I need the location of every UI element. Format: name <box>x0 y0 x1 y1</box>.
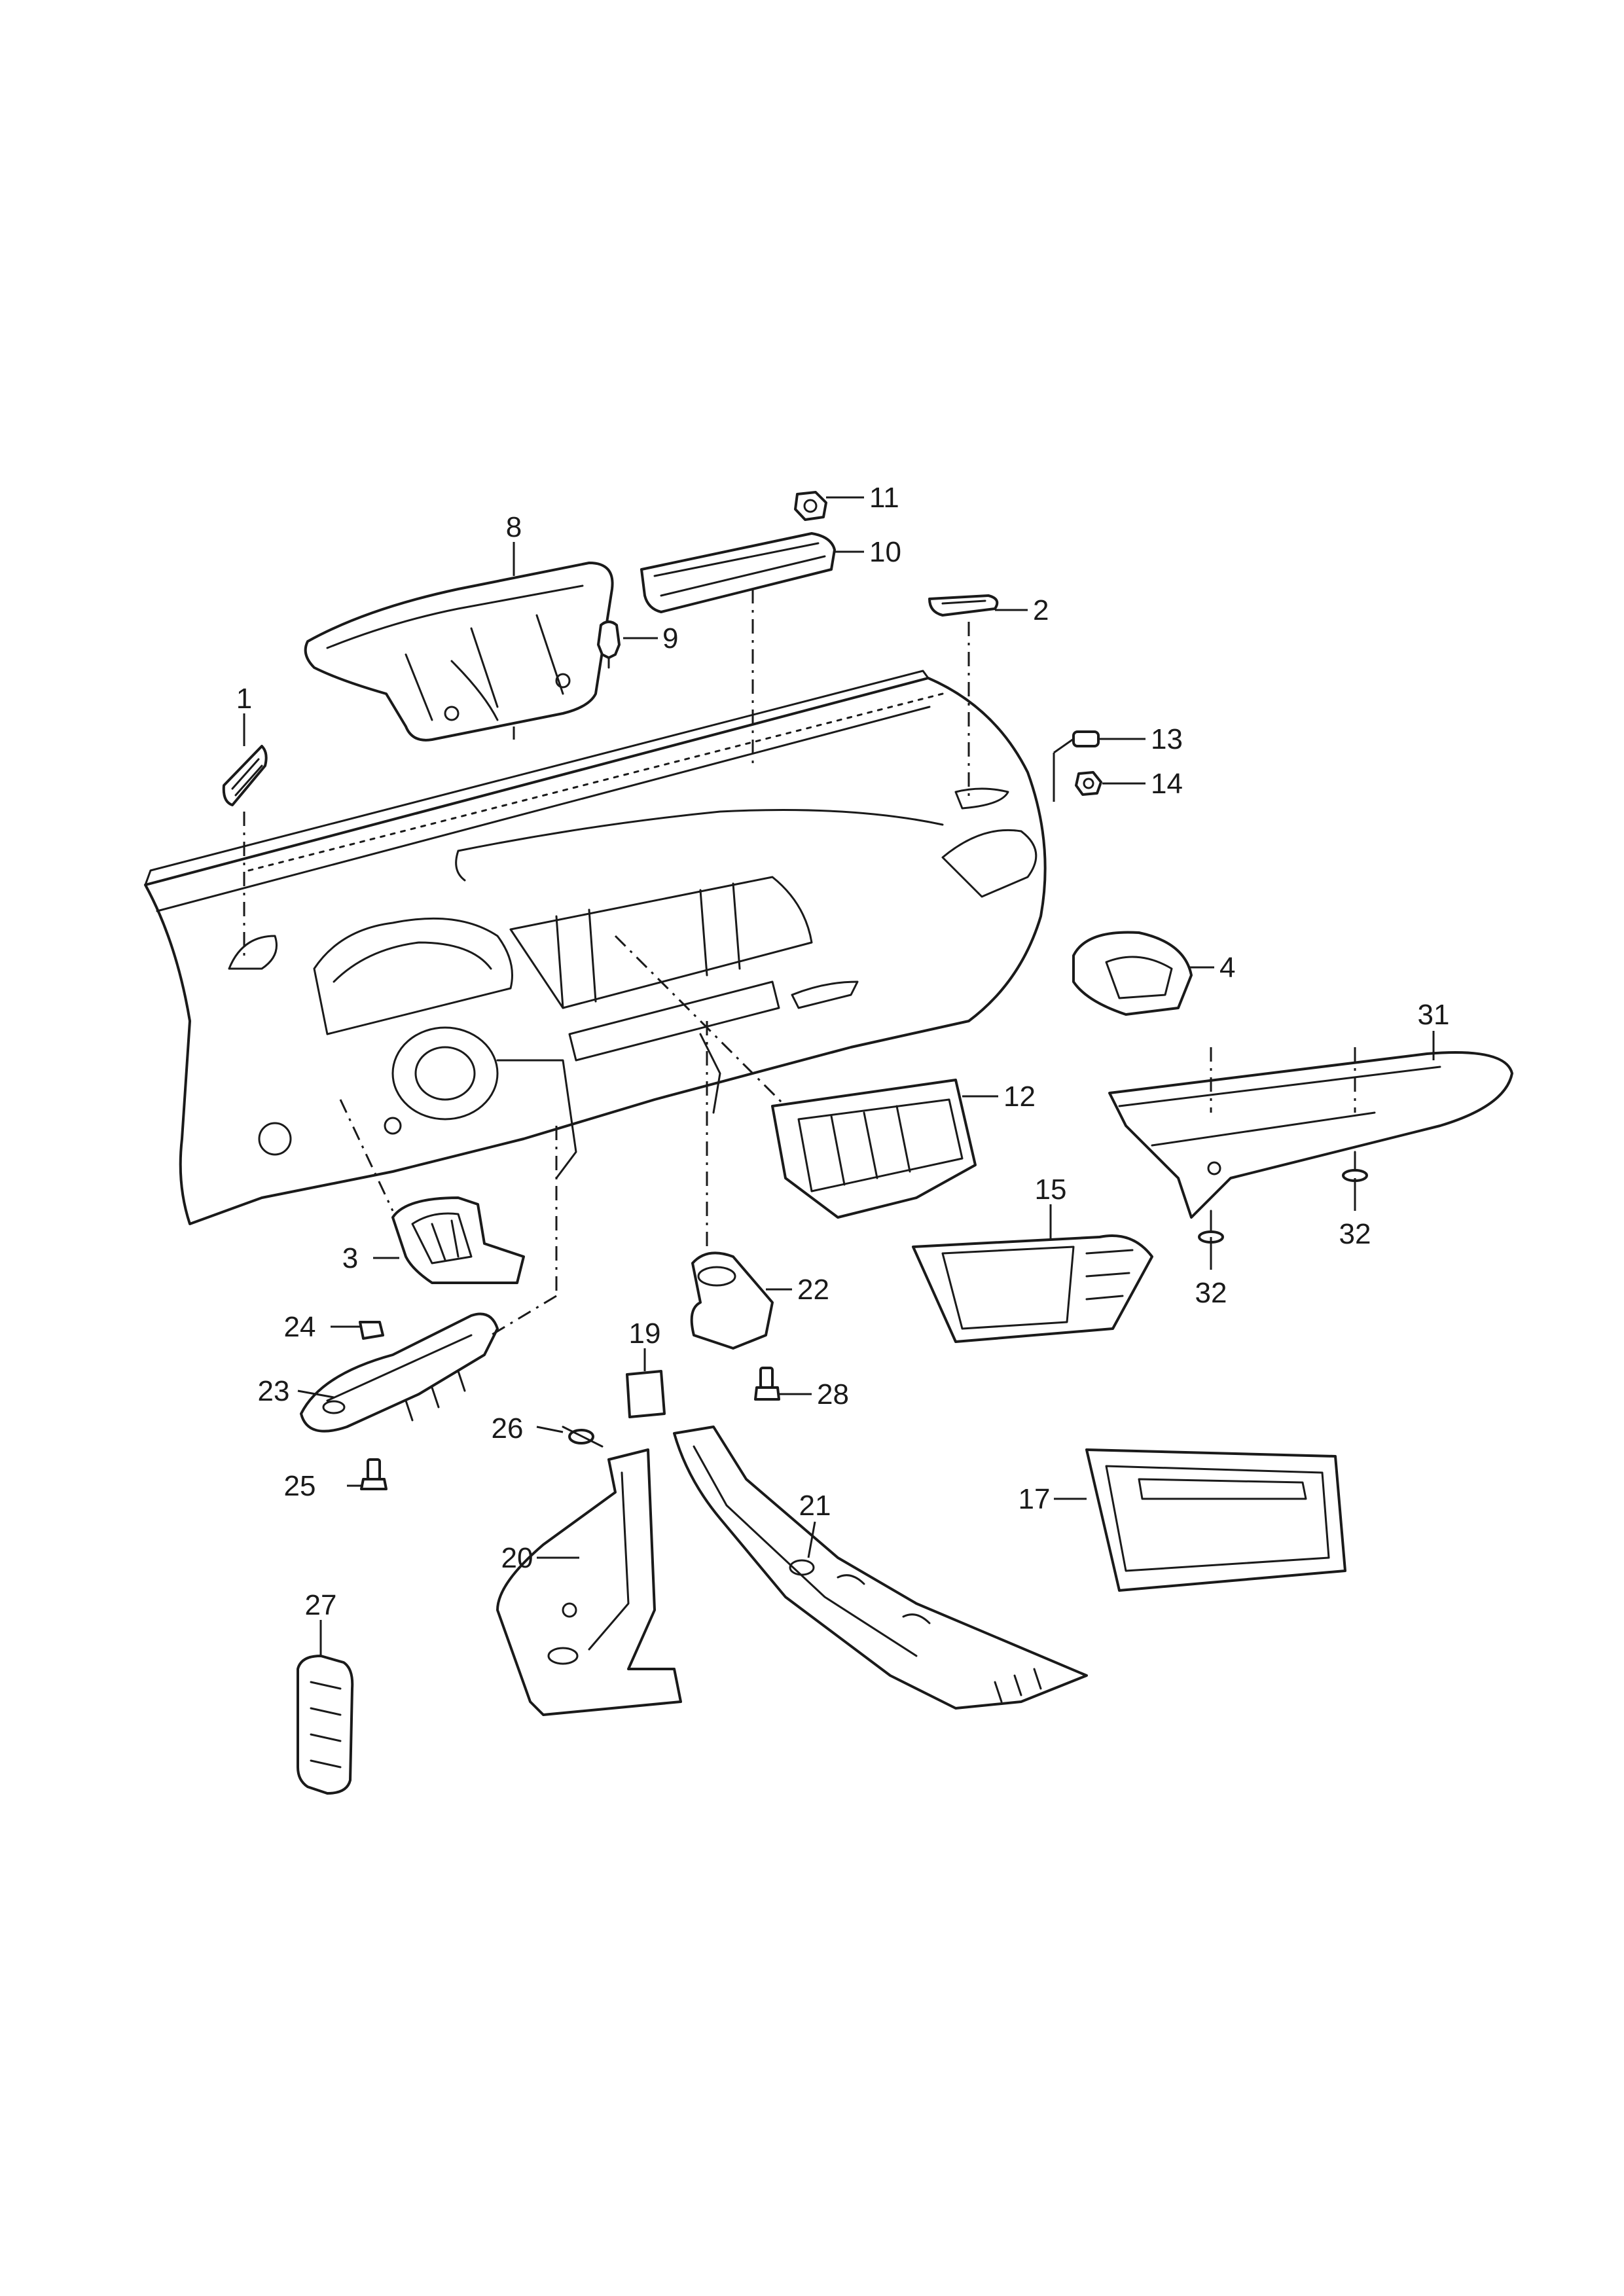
leader-lines <box>243 496 1435 1656</box>
dashboard-panel <box>144 670 1047 1225</box>
floor-duct-part-21 <box>673 1426 1088 1710</box>
control-panel-part-17 <box>1085 1448 1346 1592</box>
nut-part-11 <box>794 491 827 521</box>
callout-20: 20 <box>501 1542 533 1574</box>
callout-27: 27 <box>305 1589 337 1621</box>
callout-10: 10 <box>869 536 901 568</box>
display-trim-part-15 <box>912 1234 1153 1343</box>
callout-25: 25 <box>284 1470 316 1502</box>
callout-24: 24 <box>284 1311 316 1343</box>
callout-9: 9 <box>662 622 678 655</box>
duct-part-22 <box>690 1251 774 1350</box>
bracket-part-31 <box>1108 1051 1513 1219</box>
callout-15: 15 <box>1035 1174 1067 1206</box>
callout-1: 1 <box>236 683 252 715</box>
bolt-part-28 <box>754 1367 780 1401</box>
callout-labels: 1 8 9 10 11 2 13 14 4 12 15 31 32 32 3 2… <box>236 482 1450 1621</box>
pad-part-19 <box>626 1370 666 1418</box>
vent-part-12 <box>771 1079 977 1219</box>
vent-part-2 <box>928 594 999 617</box>
bolt-part-13 <box>1072 730 1114 747</box>
clip-part-26 <box>562 1426 604 1448</box>
callout-26: 26 <box>492 1412 524 1444</box>
callout-31: 31 <box>1418 999 1450 1031</box>
callout-28: 28 <box>817 1378 849 1410</box>
callout-21: 21 <box>799 1490 831 1522</box>
nut-part-14 <box>1075 771 1102 796</box>
floor-duct-part-20 <box>496 1448 682 1716</box>
callout-22: 22 <box>797 1274 829 1306</box>
duct-part-23 <box>300 1312 499 1433</box>
callout-3: 3 <box>342 1242 358 1274</box>
vent-part-4 <box>1072 931 1193 1016</box>
callout-11: 11 <box>869 482 899 514</box>
screw-part-32b <box>1342 1151 1368 1182</box>
clip-part-24 <box>359 1321 384 1340</box>
assembly-lines <box>243 589 1356 1336</box>
bolt-part-25 <box>360 1458 388 1490</box>
callout-17: 17 <box>1019 1483 1051 1515</box>
callout-23: 23 <box>258 1375 290 1407</box>
callout-14: 14 <box>1151 768 1183 800</box>
vent-part-3 <box>391 1196 525 1284</box>
callout-8: 8 <box>506 511 522 543</box>
callout-4: 4 <box>1219 952 1235 984</box>
vent-part-1 <box>222 745 268 806</box>
callout-19: 19 <box>629 1318 661 1350</box>
callout-2: 2 <box>1033 594 1049 626</box>
callout-12: 12 <box>1003 1081 1036 1113</box>
callout-32a: 32 <box>1195 1277 1227 1309</box>
callout-32b: 32 <box>1339 1218 1371 1250</box>
clip-part-9 <box>597 620 621 669</box>
trim-part-10 <box>640 532 836 613</box>
callout-13: 13 <box>1151 723 1183 755</box>
cluster-cover-part-8 <box>304 562 614 742</box>
vent-part-27 <box>297 1655 354 1795</box>
